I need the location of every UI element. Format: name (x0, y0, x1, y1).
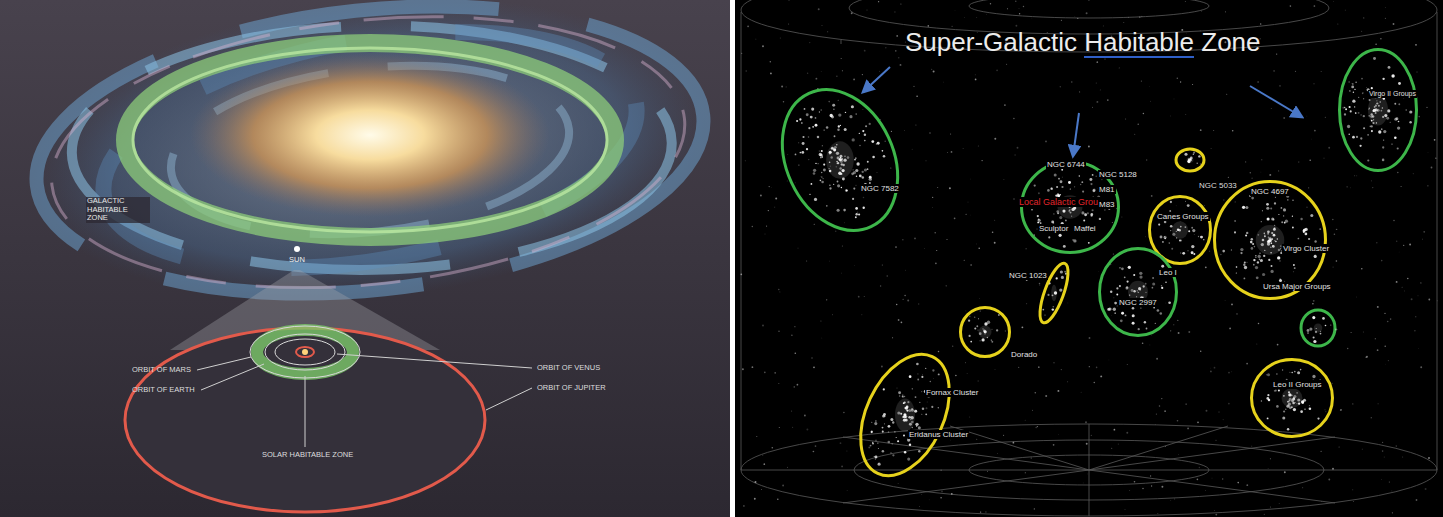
cluster-label: Leo I (1158, 268, 1178, 277)
cluster-label: Fornax Cluster (925, 388, 979, 397)
cluster-ellipse (959, 306, 1011, 358)
galactic-core (190, 53, 550, 217)
ellipse-outline (1252, 360, 1333, 437)
cluster-label: M83 (1098, 200, 1116, 209)
annotation-label: ORBIT OF JUPITER (537, 384, 606, 393)
cluster-label: Sculptor (1038, 224, 1069, 233)
galactic-habitable-ring (125, 43, 615, 237)
cluster-label: Maffei (1073, 224, 1097, 233)
annotation-label: ORBIT OF EARTH (132, 386, 195, 395)
cluster-ellipse (785, 85, 895, 235)
cluster-label: NGC 6744 (1046, 160, 1086, 169)
cluster-region: Virgo II Groups (1338, 48, 1418, 172)
ellipse-outline (1215, 182, 1326, 299)
cluster-ellipse (1043, 260, 1065, 326)
cluster-region: NGC 7582 (785, 85, 895, 235)
cluster-region: NGC 4697Virgo ClusterUrsa Major Groups (1213, 180, 1327, 300)
spiral-galaxy (16, 0, 723, 333)
cluster-ellipse (1250, 358, 1334, 438)
cluster-label: Virgo II Groups (1368, 90, 1417, 98)
annotation-label: SOLAR HABITABLE ZONE (262, 451, 353, 460)
cluster-label: Dorado (1010, 350, 1038, 359)
cluster-ellipse (1176, 149, 1204, 171)
right-panel (735, 0, 1443, 517)
ellipse-outline (961, 308, 1010, 357)
pointer-arrows (863, 67, 1302, 156)
cluster-label: Virgo Cluster (1282, 244, 1330, 253)
annotation-label: ORBIT OF MARS (132, 366, 191, 375)
cluster-ellipse (1338, 48, 1418, 172)
ellipse-outline (1034, 260, 1073, 326)
cluster-label: NGC 5128 (1098, 170, 1138, 179)
cluster-region: Dorado (959, 306, 1011, 358)
title-underline (1084, 56, 1194, 58)
cluster-label: Canes Groups (1156, 212, 1210, 221)
cluster-label: Leo II Groups (1272, 380, 1322, 389)
annotation-label: SUN (289, 256, 305, 265)
jupiter-orbit (125, 328, 485, 512)
ellipse-outline (760, 71, 919, 249)
sun-marker (294, 246, 300, 252)
cluster-label: Eridanus Cluster (908, 430, 969, 439)
cluster-ellipse (1098, 247, 1178, 337)
ellipse-outline (1340, 50, 1417, 171)
cluster-label: NGC 4697 (1250, 187, 1290, 196)
cluster-region: Fornax ClusterEridanus Cluster (865, 349, 945, 481)
annotation-label: ORBIT OF VENUS (537, 364, 600, 373)
cluster-region: NGC 6744Local Galactic GroupNGC 5128M81S… (1020, 160, 1120, 254)
panel-title: Super-Galactic Habitable Zone (905, 28, 1261, 58)
cluster-region: Leo II Groups (1250, 358, 1334, 438)
ellipse-outline (843, 340, 967, 489)
cluster-region: Leo I NGC 2997 (1098, 247, 1178, 337)
cluster-label: NGC 1023 (1008, 271, 1048, 280)
grid-cylinder (741, 0, 1437, 516)
cluster-label: NGC 7582 (860, 184, 900, 193)
annotation-label: NGC 5033 (1198, 181, 1238, 190)
ellipse-outline (1100, 249, 1177, 336)
cluster-label: M81 (1098, 185, 1116, 194)
cluster-label: Ursa Major Groups (1262, 282, 1332, 291)
cluster-label: Local Galactic Group (1018, 197, 1104, 207)
solar-habitable-ring (257, 330, 353, 374)
annotation-label: GALACTIC HABITABLE ZONE (86, 197, 150, 223)
cluster-label: NGC 2997 (1118, 298, 1158, 307)
cluster-ellipse (865, 349, 945, 481)
cluster-ellipse (1301, 310, 1335, 346)
leader-lines (197, 354, 532, 447)
cluster-region: NGC 1023 (1043, 260, 1065, 326)
